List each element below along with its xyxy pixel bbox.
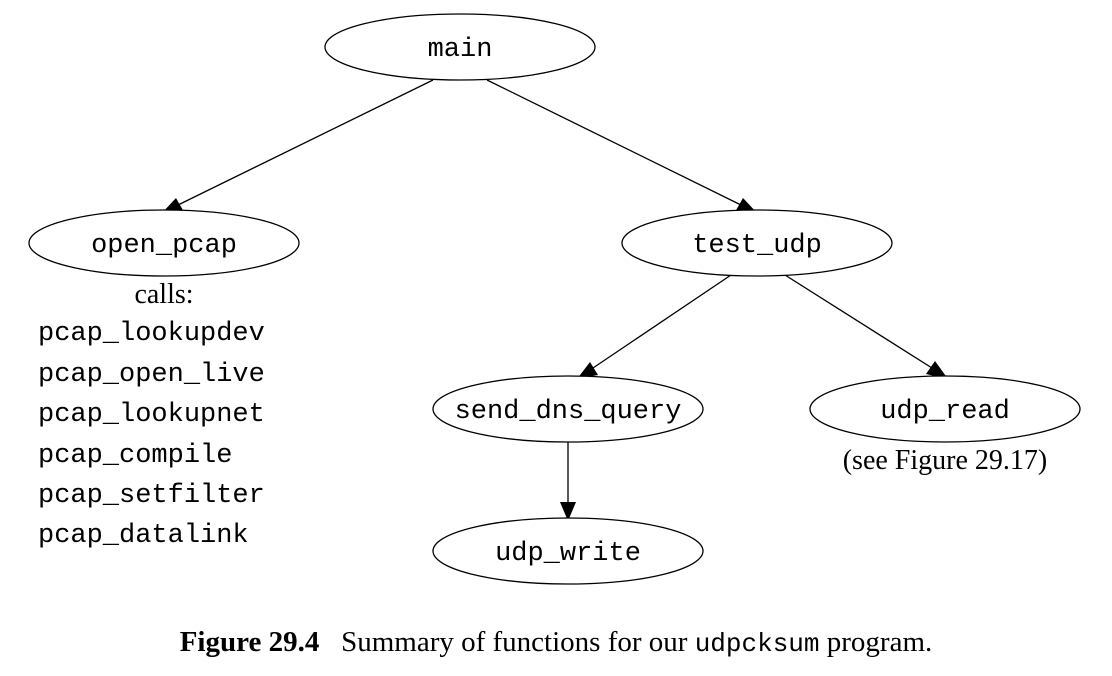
calls-function-item: pcap_setfilter bbox=[38, 481, 265, 511]
edge-test-udp-to-send-dns-query bbox=[592, 274, 732, 369]
edge-test-udp-to-udp-read bbox=[784, 274, 933, 369]
arrowhead-open-pcap bbox=[162, 198, 184, 213]
node-udp-read: udp_read bbox=[809, 375, 1081, 443]
node-main-ellipse bbox=[324, 13, 596, 81]
node-udp-write: udp_write bbox=[432, 517, 704, 585]
node-open-pcap-ellipse bbox=[28, 209, 300, 277]
calls-function-item: pcap_lookupnet bbox=[38, 400, 265, 430]
node-open-pcap: open_pcap bbox=[28, 209, 300, 277]
calls-function-item: pcap_lookupdev bbox=[38, 319, 265, 349]
arrowhead-udp-read bbox=[926, 361, 948, 379]
caption-program-name: udpcksum bbox=[694, 629, 820, 659]
figure-label: Figure 29.4 bbox=[179, 626, 320, 658]
node-send-dns-query-label: send_dns_query bbox=[455, 397, 682, 427]
udp-read-reference-note: (see Figure 29.17) bbox=[843, 445, 1048, 476]
figure-caption: Figure 29.4 Summary of functions for our… bbox=[0, 626, 1112, 659]
calls-heading: calls: bbox=[134, 279, 193, 310]
node-udp-write-ellipse bbox=[432, 517, 704, 585]
node-udp-write-label: udp_write bbox=[495, 539, 641, 569]
node-open-pcap-label: open_pcap bbox=[91, 231, 237, 261]
edge-main-to-open-pcap bbox=[177, 79, 434, 206]
caption-text-end: program. bbox=[826, 626, 933, 658]
edge-main-to-test-udp bbox=[486, 79, 742, 206]
calls-function-item: pcap_open_live bbox=[38, 360, 265, 390]
node-send-dns-query-ellipse bbox=[432, 375, 704, 443]
node-send-dns-query: send_dns_query bbox=[432, 375, 704, 443]
calls-function-item: pcap_datalink bbox=[38, 521, 249, 551]
node-main-label: main bbox=[428, 35, 493, 65]
arrowhead-udp-write bbox=[560, 502, 576, 521]
arrowhead-send-dns-query bbox=[577, 362, 598, 379]
open-pcap-calls-note: calls: pcap_lookupdev pcap_open_live pca… bbox=[38, 279, 265, 551]
node-main: main bbox=[324, 13, 596, 81]
calls-function-item: pcap_compile bbox=[38, 441, 232, 471]
node-test-udp-ellipse bbox=[621, 209, 893, 277]
node-udp-read-ellipse bbox=[809, 375, 1081, 443]
node-test-udp-label: test_udp bbox=[692, 231, 822, 261]
edges bbox=[162, 79, 948, 521]
node-udp-read-label: udp_read bbox=[880, 397, 1010, 427]
arrowhead-test-udp bbox=[735, 198, 757, 213]
node-test-udp: test_udp bbox=[621, 209, 893, 277]
caption-text: Summary of functions for our bbox=[341, 626, 688, 658]
